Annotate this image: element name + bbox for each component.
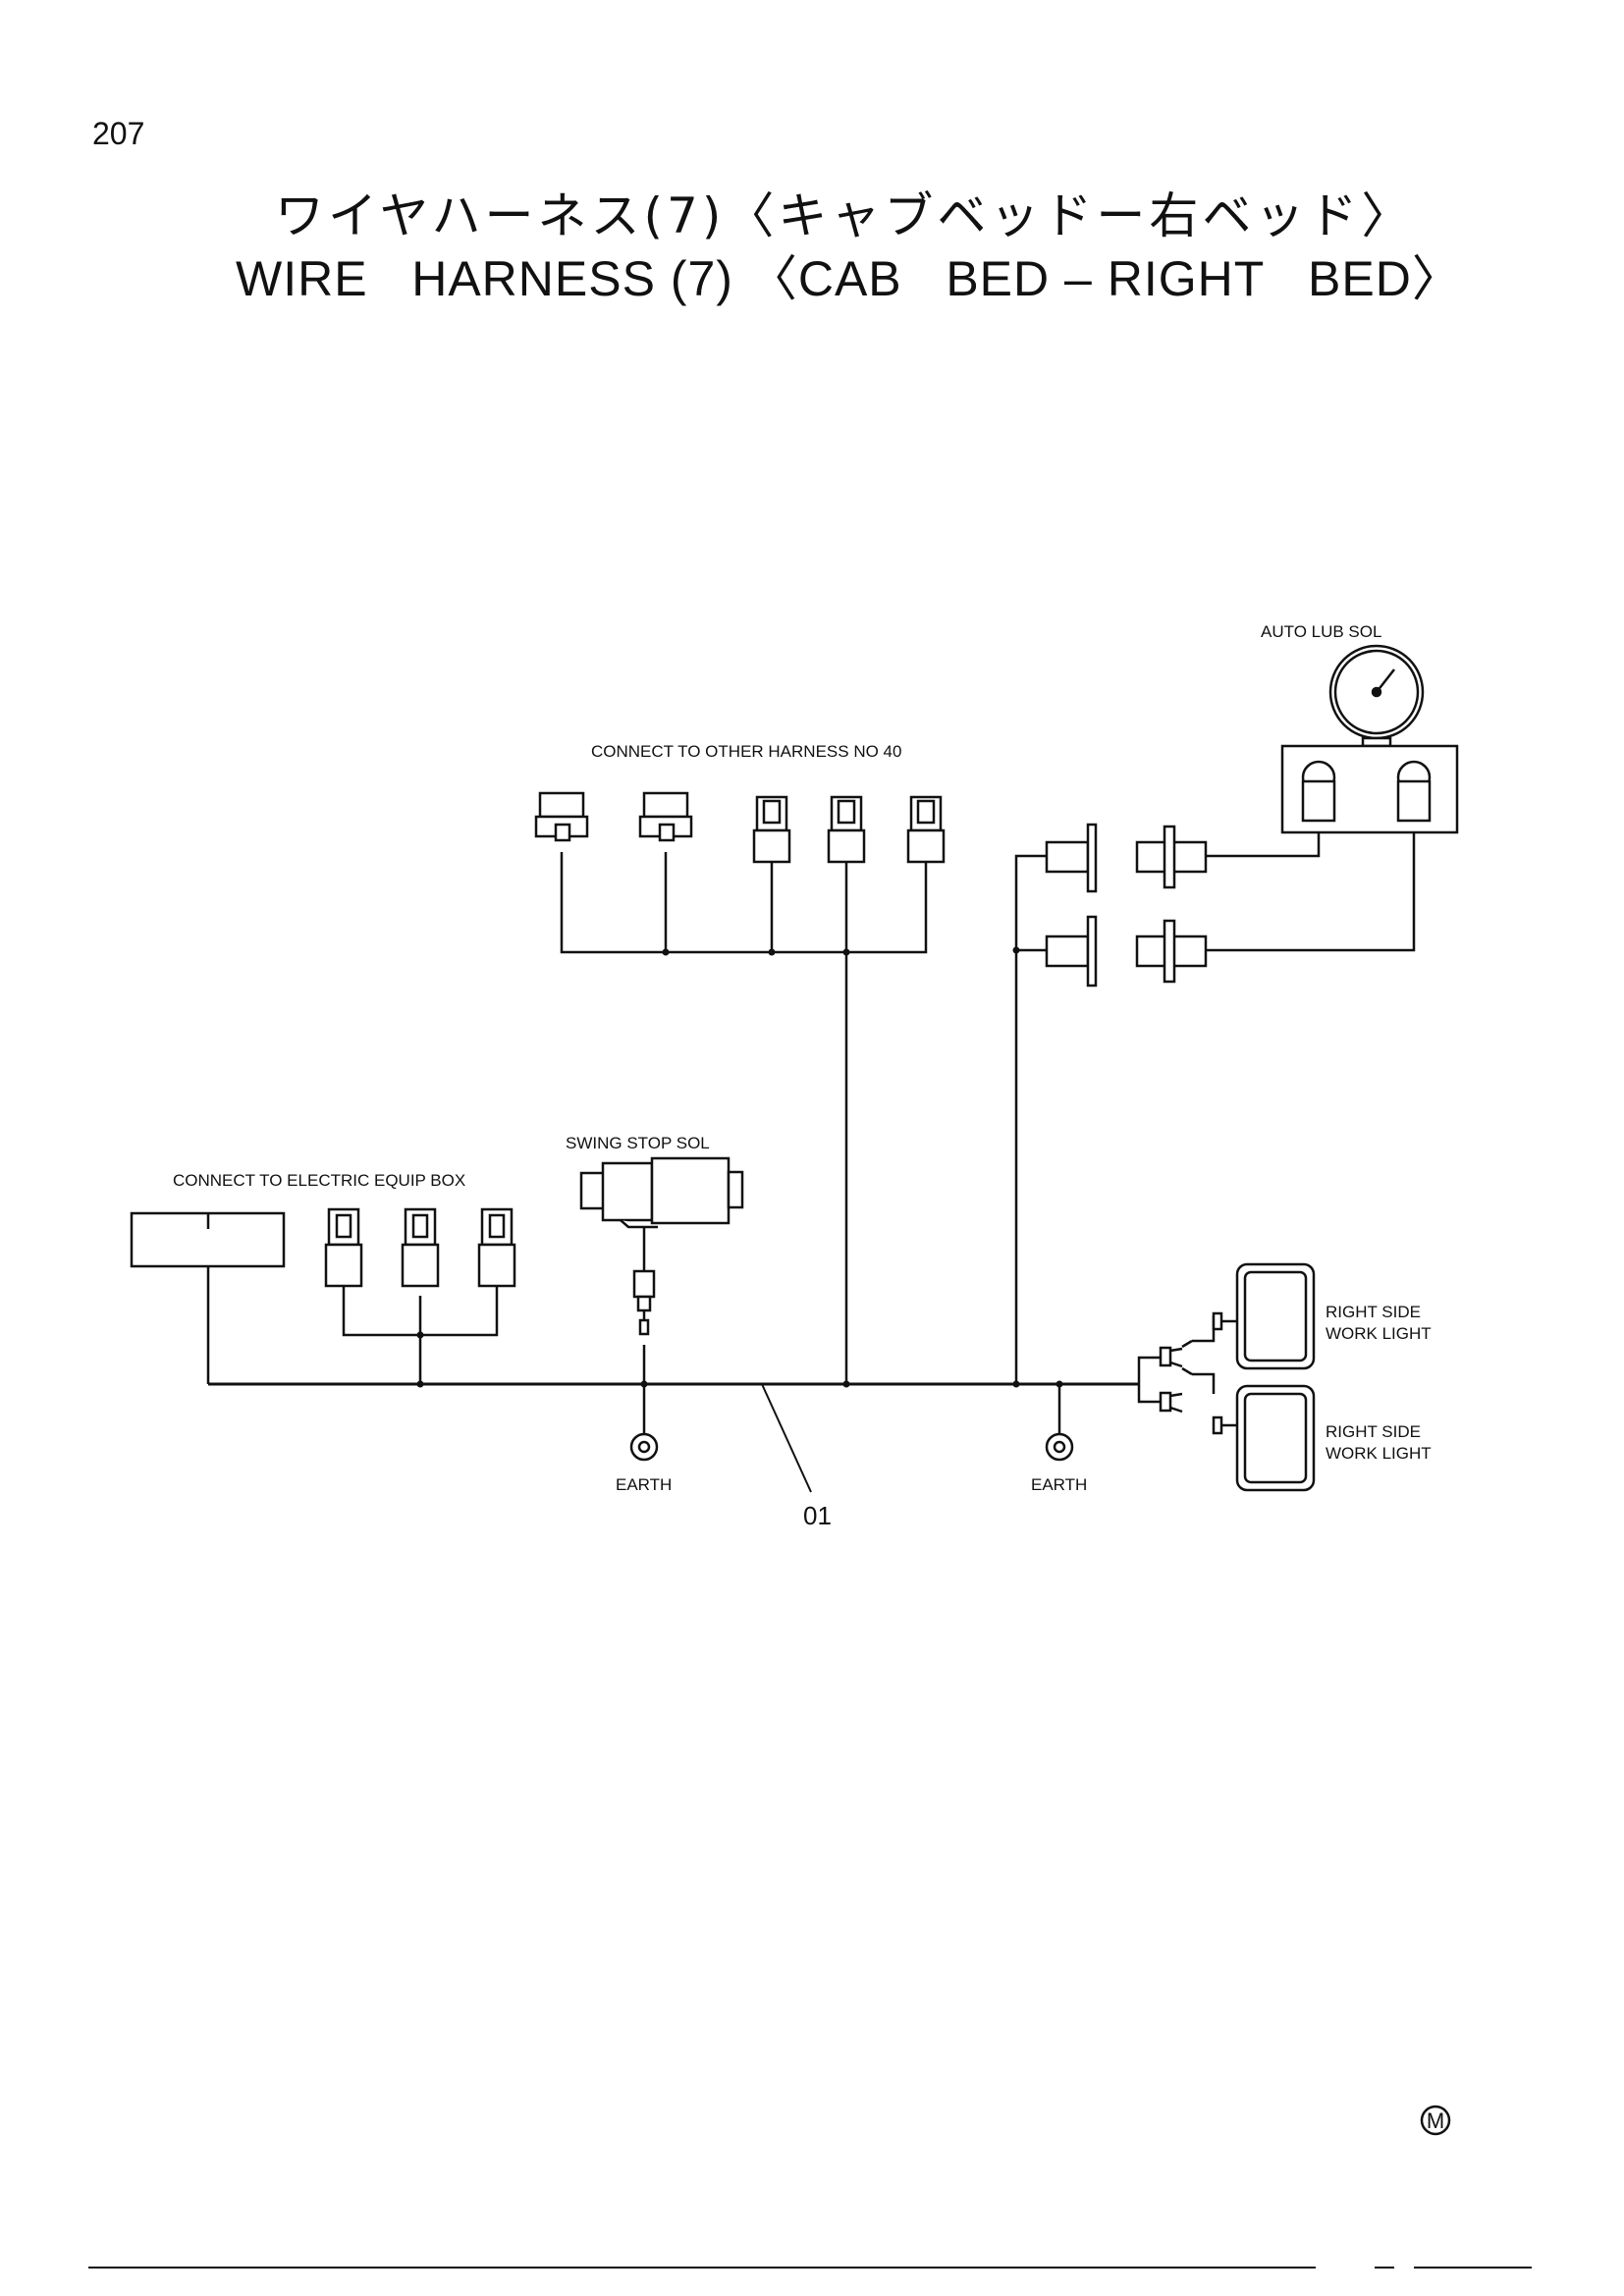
label-earth-2: EARTH (1031, 1475, 1087, 1494)
harness-reference-number: 01 (803, 1501, 832, 1530)
branch-auto-lub (1014, 854, 1047, 1384)
label-right-work-light-1b: WORK LIGHT (1326, 1324, 1432, 1343)
auto-lub-solenoid (1280, 644, 1459, 834)
other-harness-connectors (534, 791, 946, 864)
label-earth-1: EARTH (616, 1475, 672, 1494)
label-right-work-light-2a: RIGHT SIDE (1326, 1422, 1421, 1441)
auto-lub-connectors (1045, 823, 1208, 988)
junction-dots (416, 946, 1063, 1388)
label-right-work-light-1a: RIGHT SIDE (1326, 1303, 1421, 1321)
swing-stop-solenoid (579, 1156, 744, 1336)
auto-lub-wires (1206, 832, 1416, 952)
work-light-upper (1159, 1262, 1316, 1394)
earth-symbols (629, 1432, 1074, 1462)
label-connect-electric-box: CONNECT TO ELECTRIC EQUIP BOX (173, 1171, 465, 1190)
ref-leader-line (761, 1383, 812, 1493)
title-english: WIRE HARNESS (7) 〈CAB BED – RIGHT BED〉 (236, 251, 1462, 306)
branch-other-harness (560, 852, 928, 1384)
label-swing-stop-sol: SWING STOP SOL (566, 1134, 710, 1152)
electric-box-plugs (324, 1207, 516, 1288)
m-mark-letter: M (1427, 2109, 1444, 2133)
label-connect-other-harness: CONNECT TO OTHER HARNESS NO 40 (591, 742, 901, 761)
label-auto-lub-sol: AUTO LUB SOL (1261, 622, 1381, 641)
electric-equip-box-connector (130, 1211, 286, 1268)
title-japanese: ワイヤハーネス(7)〈キャブベッドー右ベッド〉 (275, 187, 1415, 244)
work-light-lower (1159, 1384, 1316, 1492)
m-mark-symbol: M (1420, 2105, 1451, 2136)
page-number: 207 (92, 116, 145, 151)
branch-work-lights (1137, 1356, 1161, 1404)
label-right-work-light-2b: WORK LIGHT (1326, 1444, 1432, 1463)
